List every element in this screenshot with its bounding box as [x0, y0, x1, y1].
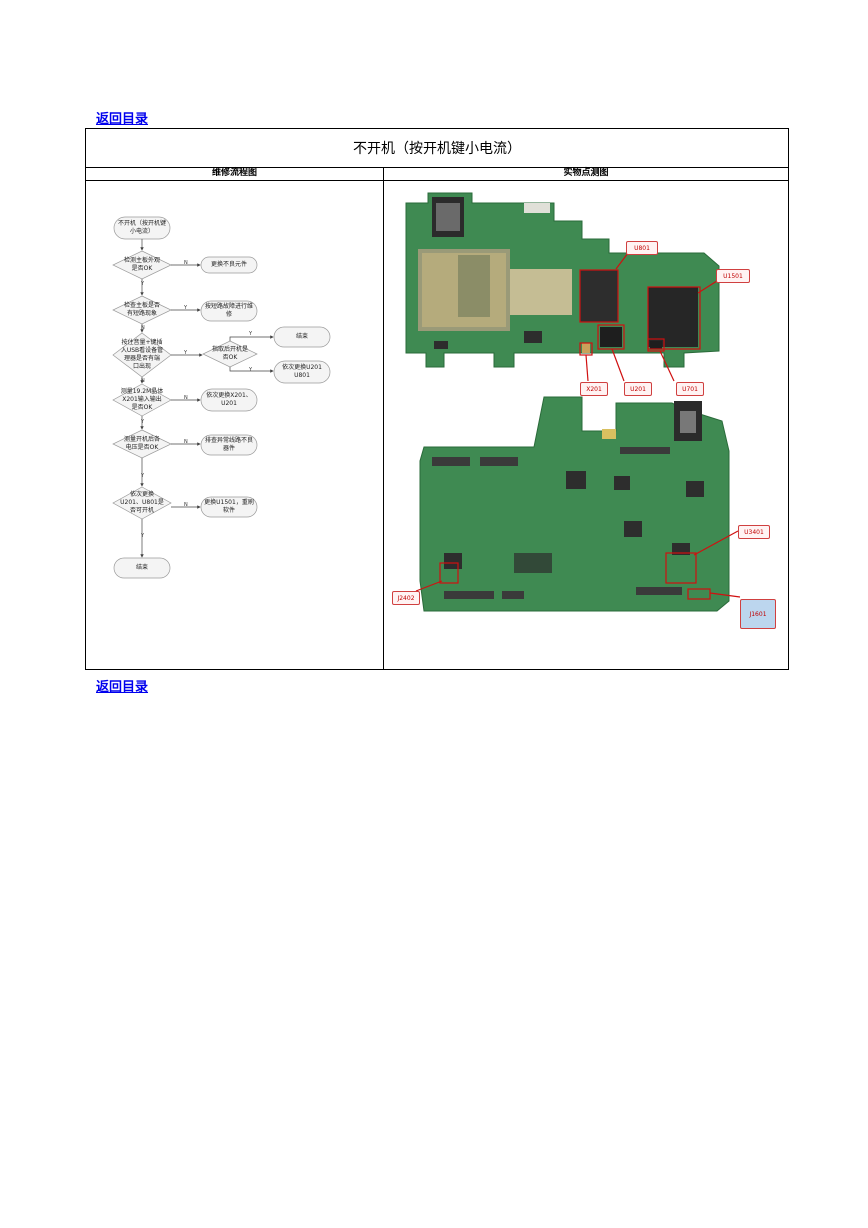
column-divider: [383, 167, 384, 670]
flow-no-label: N: [184, 260, 188, 266]
flow-no-label: Y: [249, 367, 253, 373]
col-header-board-photo: 实物点测图: [563, 168, 609, 178]
table-title: 不开机（按开机键小电流）: [86, 129, 788, 168]
flow-check-power-on: 指取后开机是 否OK: [211, 346, 248, 361]
flow-yes-label: Y: [249, 331, 253, 337]
flow-no-label: N: [184, 502, 188, 508]
board-photos: [405, 192, 741, 612]
flow-end-1: 结束: [295, 333, 308, 340]
flow-check-faulty-lines: 排查异常线路不良 器件: [204, 437, 253, 452]
flow-end-2: 结束: [135, 564, 148, 571]
flowchart-connectors: [112, 216, 331, 579]
back-to-contents-link-bottom[interactable]: 返回目录: [96, 680, 149, 695]
flow-no-label: N: [184, 439, 188, 445]
top-board-image: [405, 192, 720, 368]
flow-yes-label: Y: [141, 419, 145, 425]
col-header-flowchart: 维修流程图: [211, 168, 257, 178]
label-u801: U801: [626, 241, 658, 255]
board-photo-panel: U801 U1501 X201 U201 U701 U3401 J2402 J1…: [384, 181, 788, 669]
flow-no-label: N: [184, 395, 188, 401]
flow-yes-label: Y: [141, 473, 145, 479]
flow-replace-u201-u801-check: 依次更换 U201、U801是 否可开机: [120, 491, 164, 514]
flow-start-node: 不开机（按开机键 小电流）: [117, 220, 166, 235]
flow-measure-crystal: 测量19.2M晶体 X201输入输出 是否OK: [120, 388, 164, 411]
label-u1501: U1501: [716, 269, 750, 283]
flow-replace-u201-u801: 依次更换U201 U801: [282, 364, 322, 379]
label-u201: U201: [624, 382, 652, 396]
flow-yes-label: Y: [184, 350, 188, 356]
bottom-board-image: [419, 396, 730, 612]
flow-repair-short: 按短路故障进行维 修: [204, 303, 253, 318]
label-x201: X201: [580, 382, 608, 396]
back-to-contents-link-top[interactable]: 返回目录: [96, 112, 149, 127]
repair-flowchart: 不开机（按开机键 小电流） 检测主板外观 是否OK 更换不良元件 检查主板是否 …: [86, 181, 383, 669]
flow-no-label: N: [141, 378, 145, 384]
label-u701: U701: [676, 382, 704, 396]
flow-measure-voltages: 测量开机后各 电压是否OK: [123, 436, 160, 451]
flow-check-appearance: 检测主板外观 是否OK: [123, 257, 160, 272]
flow-yes-label: Y: [184, 305, 188, 311]
flow-yes-label: Y: [141, 281, 145, 287]
flow-replace-bad-part: 更换不良元件: [210, 261, 247, 268]
repair-table: 不开机（按开机键小电流） 维修流程图 实物点测图: [85, 128, 789, 670]
label-j1601: J1601: [740, 599, 776, 629]
flow-check-short: 检查主板是否 有短路现象: [123, 302, 160, 317]
flow-check-usb-port: 按住音量+键插 入USB看设备管 理器是否有端 口出现: [120, 339, 164, 370]
label-j2402: J2402: [392, 591, 420, 605]
flow-replace-u1501-reflash: 更换U1501，重刷 软件: [204, 499, 254, 514]
label-u3401: U3401: [738, 525, 770, 539]
flow-no-label: N: [141, 325, 145, 331]
flow-replace-x201-u201: 依次更换X201、 U201: [206, 392, 252, 407]
flow-yes-label: Y: [141, 533, 145, 539]
table-header-row: 维修流程图 实物点测图: [86, 167, 788, 181]
